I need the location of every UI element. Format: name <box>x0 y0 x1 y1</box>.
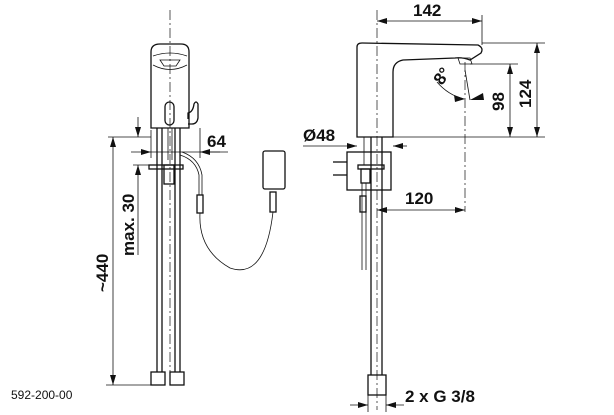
diameter-dimension: Ø48 <box>303 126 335 145</box>
connection-nut <box>150 371 166 386</box>
power-supply-box <box>262 150 286 190</box>
angle-dimension: 8° <box>430 64 455 88</box>
side-view: 8° 142 124 98 Ø48 120 <box>303 1 545 412</box>
front-view: 64 max. 30 ~440 <box>93 10 286 386</box>
cable-connector <box>196 194 204 214</box>
connection-nut <box>169 371 185 386</box>
max-thickness-dimension: max. 30 <box>119 194 138 256</box>
total-height-dimension: 124 <box>516 79 535 108</box>
article-number: 592-200-00 <box>11 388 73 402</box>
cable-connector <box>269 191 277 213</box>
sensor-window <box>164 101 175 126</box>
connection-dimension: 2 x G 3/8 <box>405 387 475 406</box>
lever <box>187 101 199 125</box>
connection-nut <box>367 374 387 396</box>
outlet-height-dimension: 98 <box>489 92 508 111</box>
width-dimension: 64 <box>207 132 226 151</box>
spout-reach-dimension: 142 <box>413 1 441 20</box>
faucet-body-front <box>150 43 190 129</box>
total-length-dimension: ~440 <box>93 254 112 292</box>
axis-distance-dimension: 120 <box>405 189 433 208</box>
faucet-body-side <box>356 42 483 138</box>
